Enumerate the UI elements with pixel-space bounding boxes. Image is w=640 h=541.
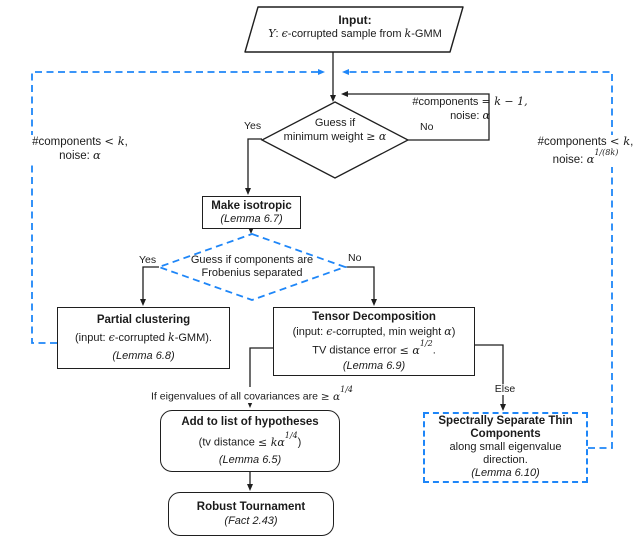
edge-left-return [31,69,325,344]
else-label: Else [490,384,520,395]
loopback-label: #components = k − 1, noise: α [402,95,538,123]
left-return-line1: #components < k, [32,134,128,149]
robust-tournament-fact: (Fact 2.43) [224,515,278,527]
decision-frobenius-line1: Guess if components are [190,254,314,266]
input-title: Input: [338,13,372,27]
edge-no-loopback [341,91,490,141]
left-return-line2: noise: α [59,148,101,163]
robust-tournament-title: Robust Tournament [196,501,306,513]
no-label-1: No [420,121,434,133]
yes-label-1: Yes [244,120,262,132]
add-hypotheses-title: Add to list of hypotheses [181,416,319,429]
add-hypotheses-distance: (tv distance ≤ kα1/4) [198,430,302,449]
decision-frobenius: Guess if components are Frobenius separa… [162,254,342,280]
spectral-separation-node: Spectrally Separate Thin Components alon… [423,412,588,483]
make-isotropic-lemma: (Lemma 6.7) [220,212,283,225]
right-return-line2: noise: α1/(8k) [552,147,619,166]
edge-else-to-spectral [475,344,506,411]
decision-min-weight-line1: Guess if [314,117,356,129]
make-isotropic-node: Make isotropic (Lemma 6.7) [202,196,301,229]
left-return-label: #components < k, noise: α [0,135,160,163]
spectral-separation-title-line1: Spectrally Separate Thin [438,415,573,428]
decision-min-weight-line2: minimum weight ≥ α [283,130,387,143]
spectral-separation-direction: along small eigenvalue direction. [449,440,562,466]
edge-yes-to-isotropic [245,138,262,195]
edge-no-to-tensor [345,266,377,306]
add-hypotheses-node: Add to list of hypotheses (tv distance ≤… [160,410,340,472]
partial-clustering-title: Partial clustering [96,314,191,326]
tensor-decomposition-input: (input: ϵ-corrupted, min weight α) [292,325,456,339]
make-isotropic-title: Make isotropic [211,199,292,212]
right-return-line1: #components < k, [537,134,634,149]
decision-frobenius-diamond [156,233,348,301]
tensor-decomposition-node: Tensor Decomposition (input: ϵ-corrupted… [273,307,475,376]
edge-right-return [342,69,613,449]
yes-label-2: Yes [139,254,157,266]
spectral-separation-lemma: (Lemma 6.10) [471,466,540,479]
loopback-label-line2: noise: α [450,109,490,122]
spectral-separation-title: Spectrally Separate Thin Components [438,415,572,440]
robust-tournament-node: Robust Tournament (Fact 2.43) [168,492,334,536]
no-label-2: No [348,252,362,264]
tensor-decomposition-error: TV distance error ≤ α1/2. [312,338,436,357]
input-parallelogram [244,6,464,53]
partial-clustering-node: Partial clustering (input: ϵ-corrupted k… [57,307,230,369]
add-hypotheses-lemma: (Lemma 6.5) [218,453,282,466]
right-return-label: #components < k, noise: α1/(8k) [527,135,640,167]
input-node: Input: Y: ϵ-corrupted sample from k-GMM [250,13,460,41]
decision-min-weight-diamond [260,101,410,179]
eigenvalue-condition-label: If eigenvalues of all covariances are ≥ … [138,385,366,403]
decision-min-weight: Guess if minimum weight ≥ α [265,116,405,144]
input-subtitle: Y: ϵ-corrupted sample from k-GMM [268,27,442,40]
partial-clustering-lemma: (Lemma 6.8) [112,350,175,362]
edge-yes-to-partial [140,266,159,306]
loopback-label-line1: #components = k − 1, [412,95,528,108]
tensor-decomposition-lemma: (Lemma 6.9) [342,359,406,372]
edge-tensor-to-hypotheses [247,347,273,408]
spectral-separation-title-line2: Components [470,427,541,440]
tensor-decomposition-title: Tensor Decomposition [312,311,436,324]
partial-clustering-input: (input: ϵ-corrupted k-GMM). [75,331,212,344]
decision-frobenius-line2: Frobenius separated [201,267,303,279]
